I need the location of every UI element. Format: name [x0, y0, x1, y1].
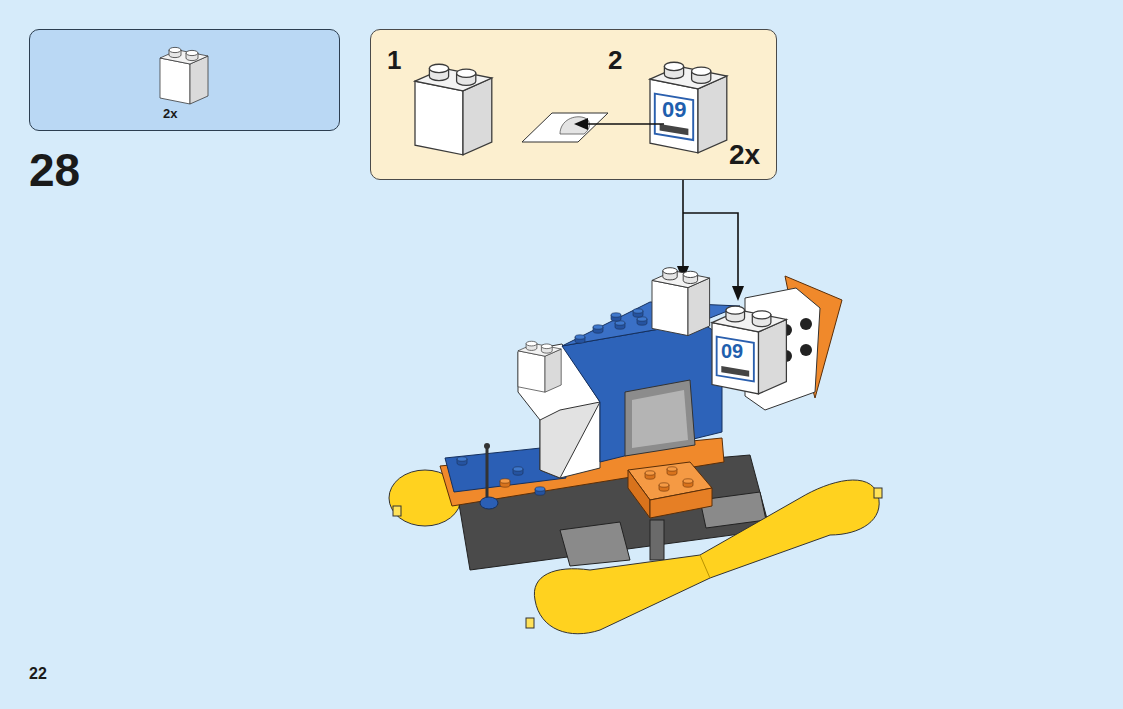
sticker-number: 09	[721, 341, 743, 361]
part-count: 2x	[163, 107, 177, 120]
sub-step-number: 1	[387, 47, 401, 73]
sticker-number: 09	[662, 99, 686, 121]
quantity: 2x	[729, 141, 760, 169]
sub-step-number: 2	[608, 47, 622, 73]
parts-list-box: 2x	[29, 29, 340, 131]
sub-assembly-box: 1 2 2x	[370, 29, 777, 180]
step-number: 28	[29, 147, 80, 193]
page-number: 22	[29, 666, 47, 682]
